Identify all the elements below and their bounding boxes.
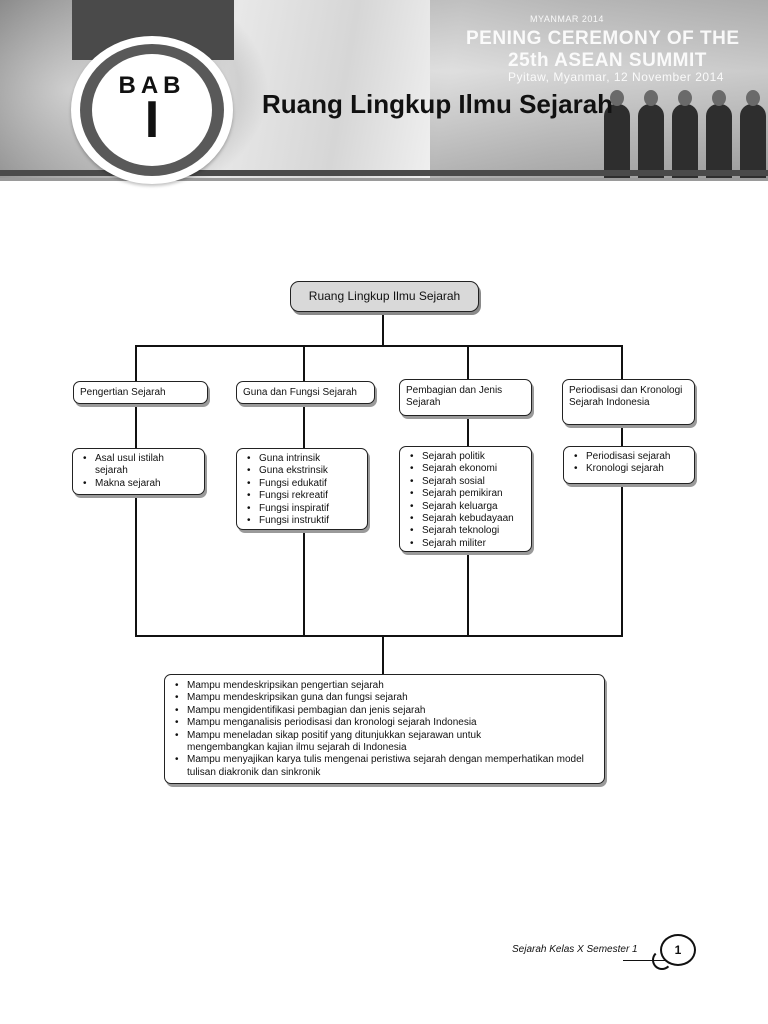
category-box-periodisasi: Periodisasi dan Kronologi Sejarah Indone… (562, 379, 695, 425)
list-item: Asal usul istilah sejarah (81, 453, 198, 478)
concept-root-label: Ruang Lingkup Ilmu Sejarah (308, 289, 461, 304)
list-item: Sejarah keluarga (408, 501, 525, 514)
list-item: Sejarah ekonomi (408, 463, 525, 476)
concept-root-box: Ruang Lingkup Ilmu Sejarah (290, 281, 479, 312)
footer-book-title: Sejarah Kelas X Semester 1 (512, 944, 638, 955)
category-box-pembagian-jenis: Pembagian dan Jenis Sejarah (399, 379, 532, 416)
connector-col4 (621, 345, 623, 636)
list-item: Sejarah teknologi (408, 525, 525, 538)
items-box-pembagian-jenis: Sejarah politik Sejarah ekonomi Sejarah … (399, 446, 532, 552)
photo-caption-line1: MYANMAR 2014 (530, 14, 604, 24)
items-box-pengertian: Asal usul istilah sejarah Makna sejarah (72, 448, 205, 495)
photo-person (672, 90, 698, 178)
competency-item: Mampu meneladan sikap positif yang ditun… (173, 730, 596, 755)
photo-leaders-group (600, 88, 768, 178)
list-item: Sejarah kebudayaan (408, 513, 525, 526)
chapter-number: I (144, 91, 160, 149)
list-item: Fungsi edukatif (245, 478, 361, 491)
page-number-curl-decoration (652, 950, 672, 970)
list-item: Guna ekstrinsik (245, 465, 361, 478)
category-label: Guna dan Fungsi Sejarah (243, 387, 357, 398)
footer-rule (623, 960, 671, 961)
photo-caption-line2: PENING CEREMONY OF THE (466, 28, 740, 49)
connector-to-competencies (382, 636, 384, 674)
competency-item: Mampu mendeskripsikan guna dan fungsi se… (173, 692, 596, 705)
list-item: Fungsi instruktif (245, 515, 361, 528)
connector-top-bar (135, 345, 622, 347)
items-box-periodisasi: Periodisasi sejarah Kronologi sejarah (563, 446, 695, 484)
list-item: Guna intrinsik (245, 453, 361, 466)
connector-root-down (382, 311, 384, 346)
page-number: 1 (674, 943, 682, 957)
photo-caption-line4: Pyitaw, Myanmar, 12 November 2014 (508, 70, 724, 84)
competencies-box: Mampu mendeskripsikan pengertian sejarah… (164, 674, 605, 784)
list-item: Fungsi rekreatif (245, 490, 361, 503)
list-item: Sejarah politik (408, 451, 525, 464)
photo-person (706, 90, 732, 178)
list-item: Periodisasi sejarah (572, 451, 688, 464)
photo-person (604, 90, 630, 178)
competency-item: Mampu menganalisis periodisasi dan krono… (173, 717, 596, 730)
items-box-guna-fungsi: Guna intrinsik Guna ekstrinsik Fungsi ed… (236, 448, 368, 530)
list-item: Makna sejarah (81, 478, 198, 491)
competency-item: Mampu mendeskripsikan pengertian sejarah (173, 680, 596, 693)
competency-item: Mampu mengidentifikasi pembagian dan jen… (173, 705, 596, 718)
connector-bottom-bar (135, 635, 623, 637)
category-box-pengertian: Pengertian Sejarah (73, 381, 208, 404)
header-rule-light (0, 178, 768, 181)
list-item: Kronologi sejarah (572, 463, 688, 476)
category-label: Periodisasi dan Kronologi Sejarah Indone… (569, 385, 683, 409)
list-item: Sejarah sosial (408, 476, 525, 489)
chapter-label: BAB (118, 72, 186, 99)
photo-caption-line3: 25th ASEAN SUMMIT (508, 50, 707, 71)
page-title: Ruang Lingkup Ilmu Sejarah (262, 89, 614, 119)
category-label: Pengertian Sejarah (80, 387, 166, 398)
category-label: Pembagian dan Jenis Sejarah (406, 385, 503, 409)
list-item: Sejarah militer (408, 538, 525, 551)
list-item: Sejarah pemikiran (408, 488, 525, 501)
photo-person (638, 90, 664, 178)
page-number-badge: 1 (660, 934, 696, 966)
photo-person (740, 90, 766, 178)
chapter-badge-center (92, 54, 212, 166)
header-rule-dark (0, 170, 768, 176)
category-box-guna-fungsi: Guna dan Fungsi Sejarah (236, 381, 375, 404)
list-item: Fungsi inspiratif (245, 503, 361, 516)
competency-item: Mampu menyajikan karya tulis mengenai pe… (173, 754, 596, 779)
